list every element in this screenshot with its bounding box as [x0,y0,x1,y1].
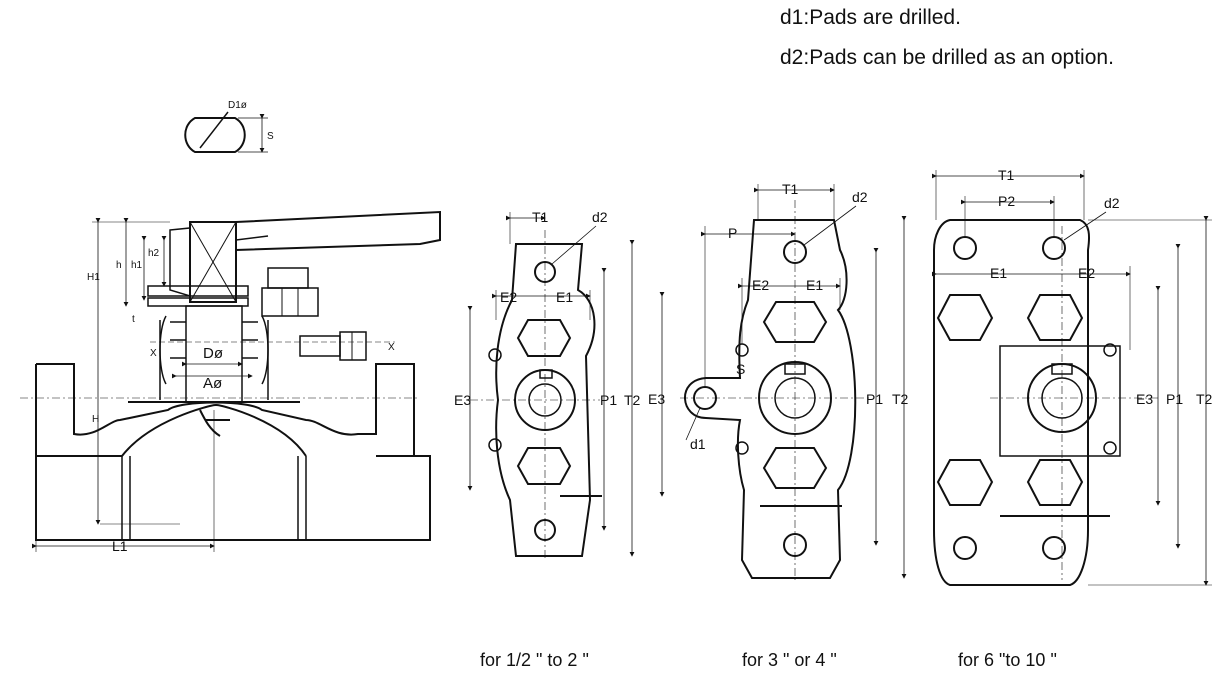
label-E1-large: E1 [990,265,1007,281]
label-E2-medium: E2 [752,277,769,293]
label-d2-small: d2 [592,209,608,225]
pad-drawing-medium: T1 d2 P E2 E1 S E3 d1 P1 T2 [648,181,909,580]
label-S-medium: S [736,361,745,377]
label-T1-small: T1 [532,209,549,225]
label-E3-small: E3 [454,392,471,408]
label-T2-medium: T2 [892,391,909,407]
label-L1: L1 [112,538,128,554]
label-P2-large: P2 [998,193,1015,209]
pad-drawing-large: T1 P2 d2 E1 E2 E3 P1 T2 [932,167,1213,586]
label-E2-large: E2 [1078,265,1095,281]
label-A: Aø [203,375,222,392]
label-P-medium: P [728,225,737,241]
label-H1: H1 [87,272,100,283]
caption-large-pad: for 6 "to 10 " [958,650,1057,670]
pad-drawing-small: T1 d2 E2 E1 E3 P1 T2 [454,209,641,560]
valve-section-view: H1 h h1 h2 t X X Dø Aø H L1 [20,210,441,554]
label-E3-large: E3 [1136,391,1153,407]
label-d2-medium: d2 [852,189,868,205]
label-T1-medium: T1 [782,181,799,197]
label-d1-medium: d1 [690,436,706,452]
label-E3-medium: E3 [648,391,665,407]
label-E1-medium: E1 [806,277,823,293]
label-D1: D1ø [228,100,247,111]
label-P1-large: P1 [1166,391,1183,407]
label-H: H [92,414,99,425]
label-E2-small: E2 [500,289,517,305]
label-h1: h1 [131,260,143,271]
label-h2: h2 [148,248,160,259]
label-t: t [132,314,135,325]
label-P1-medium: P1 [866,391,883,407]
note-d1: d1:Pads are drilled. [780,6,961,29]
label-E1-small: E1 [556,289,573,305]
label-h: h [116,260,122,271]
label-T2-large: T2 [1196,391,1213,407]
caption-small-pad: for 1/2 " to 2 " [480,650,589,670]
label-T2-small: T2 [624,392,641,408]
label-T1-large: T1 [998,167,1015,183]
label-P1-small: P1 [600,392,617,408]
label-D: Dø [203,345,223,362]
label-X-left: X [150,348,157,359]
label-d2-large: d2 [1104,195,1120,211]
label-S: S [267,131,274,142]
label-X-right: X [388,342,395,353]
caption-medium-pad: for 3 " or 4 " [742,650,837,670]
stem-section-detail: D1ø S [184,100,274,153]
note-d2: d2:Pads can be drilled as an option. [780,46,1114,69]
